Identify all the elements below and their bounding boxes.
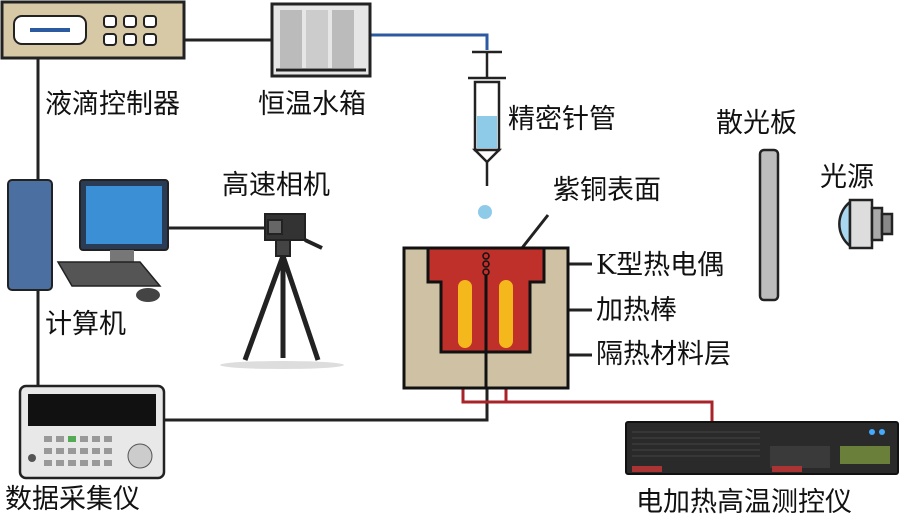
heater-controller-label: 电加热高温测控仪 [636,487,852,518]
copper-surface-label: 紫铜表面 [553,175,661,206]
heater-controller-unit [625,421,899,475]
droplet-controller [0,0,186,60]
light-source-label: 光源 [820,162,874,193]
data-acquisition-unit [18,384,166,480]
heater-rod-right [499,280,513,348]
diffuser-label: 散光板 [716,108,797,139]
syringe-label: 精密针管 [508,104,616,135]
daq-label: 数据采集仪 [5,484,140,515]
thermocouple-label: K型热电偶 [596,250,724,281]
syringe [468,50,506,186]
copper-label-leader [520,214,550,249]
camera-label: 高速相机 [222,170,330,201]
heating-block [402,246,570,390]
water-bath [270,2,372,78]
heater-rod-left [458,280,472,348]
light-source [838,198,894,250]
heater-rod-label: 加热棒 [596,295,677,326]
water-bath-label: 恒温水箱 [258,89,366,120]
droplet-controller-label: 液滴控制器 [45,89,180,120]
insulation-label: 隔热材料层 [596,339,731,370]
diffuser-plate [758,148,780,302]
droplet [478,205,492,219]
computer-label: 计算机 [45,309,126,340]
water-pipe [370,33,489,50]
high-speed-camera [220,213,344,369]
computer [7,179,169,302]
